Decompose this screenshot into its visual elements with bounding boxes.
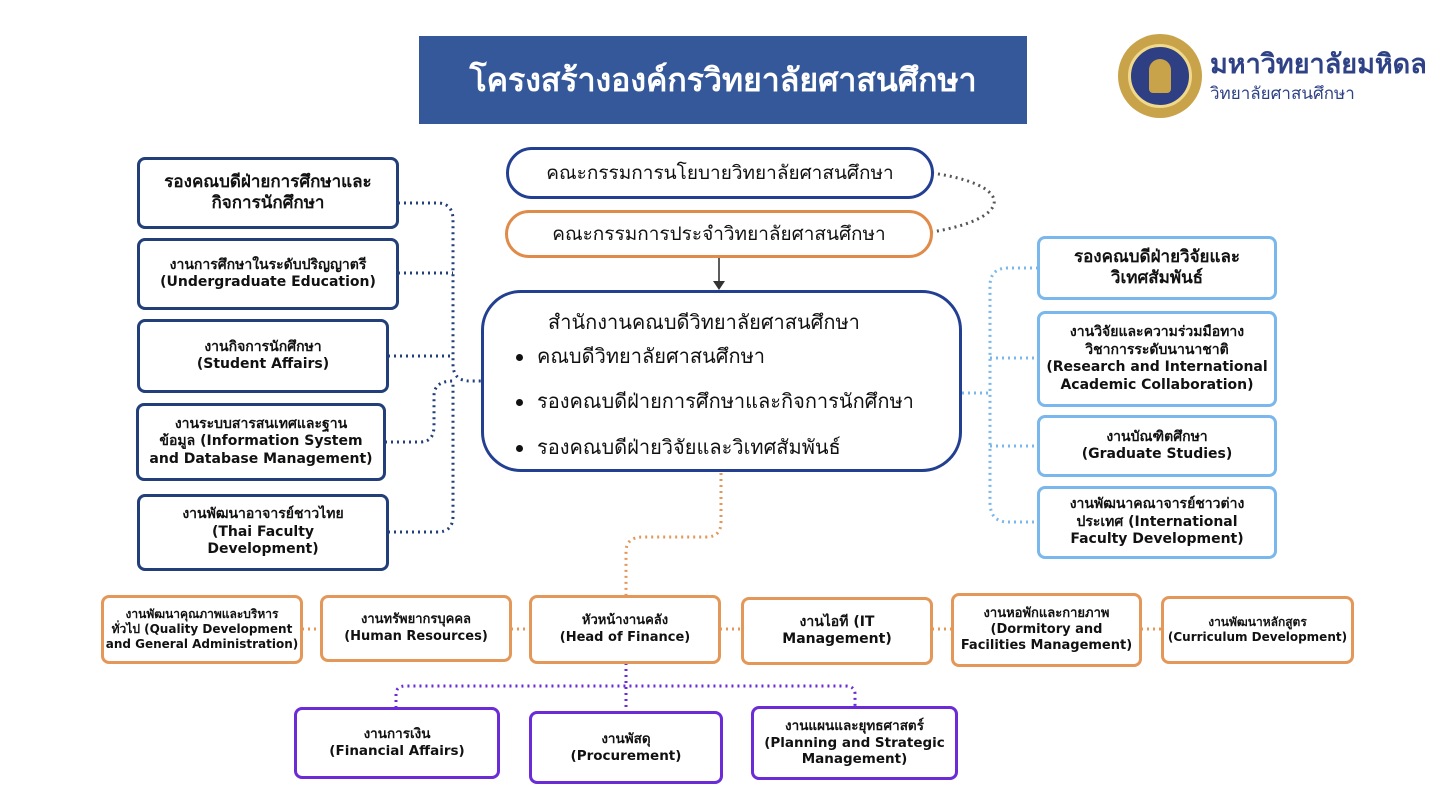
box-line: งานแผนและยุทธศาสตร์ <box>785 717 924 734</box>
box-line: งานการเงิน <box>363 726 431 743</box>
committee-link <box>931 171 996 234</box>
student-affairs-box: งานกิจการนักศึกษา (Student Affairs) <box>137 319 389 393</box>
box-line: งานพัฒนาคุณภาพและบริหาร <box>125 607 279 621</box>
box-line: (Planning and Strategic <box>764 734 945 751</box>
box-line: Management) <box>801 751 908 768</box>
box-line: ประเทศ (International <box>1076 513 1238 530</box>
undergraduate-education-box: งานการศึกษาในระดับปริญญาตรี (Undergradua… <box>137 238 399 310</box>
logo-college-name: วิทยาลัยศาสนศึกษา <box>1210 84 1355 104</box>
box-line: (Human Resources) <box>344 628 488 644</box>
box-line: (Curriculum Development) <box>1167 630 1348 644</box>
box-line: งานระบบสารสนเทศและฐาน <box>174 415 348 432</box>
box-line: งานพัฒนาหลักสูตร <box>1208 615 1307 629</box>
box-line: Facilities Management) <box>960 638 1133 654</box>
box-line: งานวิจัยและความร่วมมือทาง <box>1069 324 1245 340</box>
curriculum-development-box: งานพัฒนาหลักสูตร (Curriculum Development… <box>1161 596 1354 664</box>
vice-dean-education-box: รองคณบดีฝ่ายการศึกษาและ กิจการนักศึกษา <box>137 157 399 229</box>
logo-university-name: มหาวิทยาลัยมหิดล <box>1210 49 1427 80</box>
financial-affairs-box: งานการเงิน (Financial Affairs) <box>294 707 500 779</box>
international-faculty-box: งานพัฒนาคณาจารย์ชาวต่าง ประเทศ (Internat… <box>1037 486 1277 559</box>
box-line: งานบัณฑิตศึกษา <box>1106 428 1208 445</box>
box-line: and General Administration) <box>105 637 299 651</box>
left-tree <box>385 201 483 534</box>
bullet-icon <box>516 399 523 406</box>
planning-strategic-box: งานแผนและยุทธศาสตร์ (Planning and Strate… <box>751 706 958 780</box>
box-line: (Dormitory and <box>990 621 1103 637</box>
information-system-box: งานระบบสารสนเทศและฐาน ข้อมูล (Informatio… <box>136 403 386 481</box>
box-line: (Financial Affairs) <box>329 743 465 759</box>
dean-office-title: สำนักงานคณบดีวิทยาลัยศาสนศึกษา <box>548 310 860 334</box>
box-line: Faculty Development) <box>1070 531 1244 548</box>
box-line: ข้อมูล (Information System <box>159 433 363 450</box>
box-line: (Research and International <box>1046 359 1268 375</box>
box-line: (Procurement) <box>570 747 682 764</box>
box-line: Management) <box>782 631 892 647</box>
box-line: Academic Collaboration) <box>1060 376 1254 393</box>
box-line: งานกิจการนักศึกษา <box>204 338 322 355</box>
box-line: ทั่วไป (Quality Development <box>111 622 293 636</box>
box-line: รองคณบดีฝ่ายการศึกษาและ <box>164 171 372 192</box>
quality-development-box: งานพัฒนาคุณภาพและบริหาร ทั่วไป (Quality … <box>101 595 303 664</box>
box-line: (Graduate Studies) <box>1081 446 1233 462</box>
box-line: วิชาการระดับนานาชาติ <box>1085 341 1229 358</box>
bullet-icon <box>516 445 523 452</box>
box-line: งานไอที (IT <box>799 613 875 630</box>
box-line: Development) <box>207 541 319 558</box>
box-line: งานการศึกษาในระดับปริญญาตรี <box>169 256 367 273</box>
box-line: กิจการนักศึกษา <box>211 193 325 213</box>
standing-committee-label: คณะกรรมการประจำวิทยาลัยศาสนศึกษา <box>552 223 886 245</box>
box-line: งานพัฒนาอาจารย์ชาวไทย <box>182 506 344 523</box>
box-line: งานพัฒนาคณาจารย์ชาวต่าง <box>1069 496 1245 513</box>
box-line: งานหอพักและกายภาพ <box>983 605 1110 621</box>
box-line: (Undergraduate Education) <box>160 274 376 290</box>
head-of-finance-box: หัวหน้างานคลัง (Head of Finance) <box>529 595 721 664</box>
arrow-head <box>713 281 725 290</box>
thai-faculty-development-box: งานพัฒนาอาจารย์ชาวไทย (Thai Faculty Deve… <box>137 494 389 571</box>
box-line: (Thai Faculty <box>211 523 315 540</box>
policy-committee-box: คณะกรรมการนโยบายวิทยาลัยศาสนศึกษา <box>506 147 934 199</box>
research-collaboration-box: งานวิจัยและความร่วมมือทาง วิชาการระดับนา… <box>1037 311 1277 407</box>
dean-office-item: คณบดีวิทยาลัยศาสนศึกษา <box>516 340 765 372</box>
vice-dean-research-box: รองคณบดีฝ่ายวิจัยและ วิเทศสัมพันธ์ <box>1037 236 1277 300</box>
admin-tree <box>302 473 1162 631</box>
dormitory-facilities-box: งานหอพักและกายภาพ (Dormitory and Facilit… <box>951 593 1142 667</box>
box-line: งานพัสดุ <box>601 730 651 747</box>
box-line: and Database Management) <box>149 450 373 467</box>
dean-office-item: รองคณบดีฝ่ายวิจัยและวิเทศสัมพันธ์ <box>516 431 841 463</box>
graduate-studies-box: งานบัณฑิตศึกษา (Graduate Studies) <box>1037 415 1277 477</box>
human-resources-box: งานทรัพยากรบุคคล (Human Resources) <box>320 595 512 662</box>
page-title: โครงสร้างองค์กรวิทยาลัยศาสนศึกษา <box>419 36 1027 124</box>
box-line: วิเทศสัมพันธ์ <box>1110 268 1204 288</box>
it-management-box: งานไอที (IT Management) <box>741 597 933 665</box>
procurement-box: งานพัสดุ (Procurement) <box>529 711 723 784</box>
box-line: งานทรัพยากรบุคคล <box>360 612 472 628</box>
finance-tree <box>394 663 857 712</box>
policy-committee-label: คณะกรรมการนโยบายวิทยาลัยศาสนศึกษา <box>546 162 894 184</box>
mahidol-seal-logo <box>1118 34 1202 118</box>
box-line: หัวหน้างานคลัง <box>581 613 669 629</box>
box-line: รองคณบดีฝ่ายวิจัยและ <box>1073 246 1241 267</box>
box-line: (Head of Finance) <box>559 629 691 645</box>
dean-office-box: สำนักงานคณบดีวิทยาลัยศาสนศึกษา คณบดีวิทย… <box>481 290 962 472</box>
dean-office-item: รองคณบดีฝ่ายการศึกษาและกิจการนักศึกษา <box>516 385 914 417</box>
standing-committee-box: คณะกรรมการประจำวิทยาลัยศาสนศึกษา <box>505 210 933 258</box>
box-line: (Student Affairs) <box>196 356 330 372</box>
right-tree <box>962 266 1040 524</box>
bullet-icon <box>516 354 523 361</box>
